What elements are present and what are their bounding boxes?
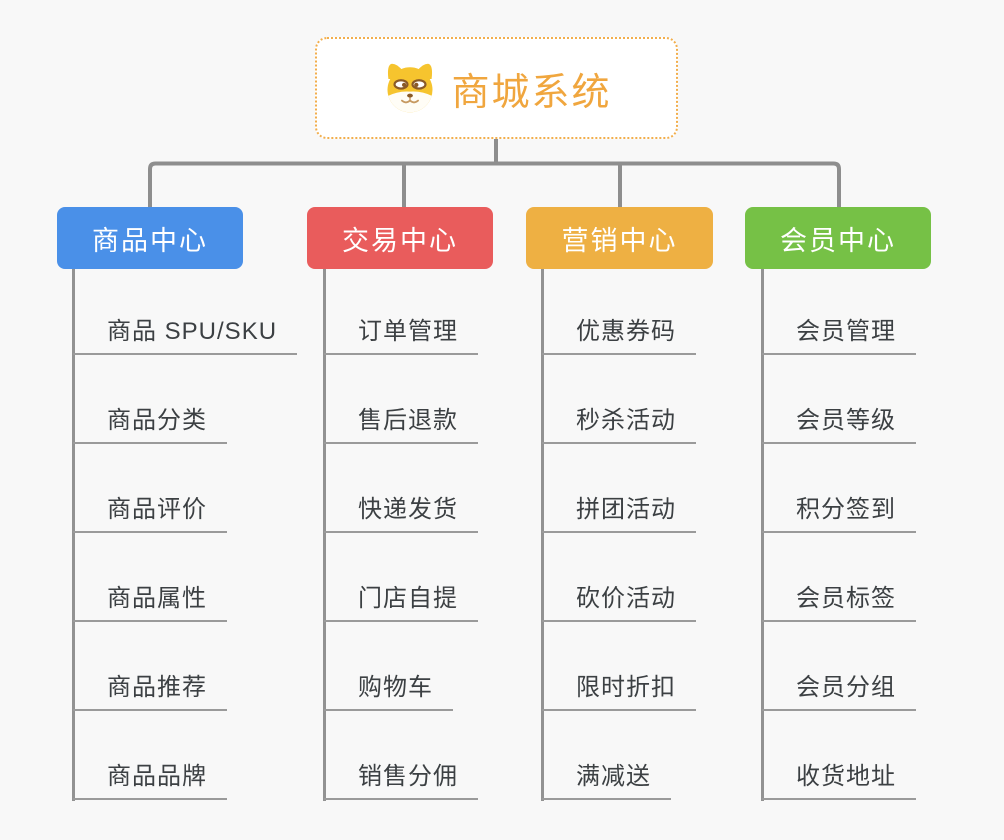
leaf-node[interactable]: 会员管理 <box>762 315 916 355</box>
branch-label: 会员中心 <box>780 225 896 256</box>
branch-node-member-center[interactable]: 会员中心 <box>745 207 931 269</box>
root-title: 商城系统 <box>451 71 612 114</box>
branch-label: 营销中心 <box>561 225 678 256</box>
leaf-node[interactable]: 购物车 <box>324 671 453 711</box>
leaf-node[interactable]: 售后退款 <box>324 404 478 444</box>
leaf-node[interactable]: 砍价活动 <box>542 582 696 622</box>
leaf-node[interactable]: 快递发货 <box>324 493 478 533</box>
leaf-node[interactable]: 优惠券码 <box>542 315 696 355</box>
leaf-node[interactable]: 满减送 <box>542 760 671 800</box>
leaf-node[interactable]: 销售分佣 <box>324 760 478 800</box>
leaf-node[interactable]: 商品属性 <box>73 582 227 622</box>
leaf-node[interactable]: 限时折扣 <box>542 671 696 711</box>
branch-label: 交易中心 <box>342 225 458 256</box>
leaf-node[interactable]: 积分签到 <box>762 493 916 533</box>
branch-node-marketing-center[interactable]: 营销中心 <box>526 207 713 269</box>
leaf-node[interactable]: 商品评价 <box>73 493 227 533</box>
branch-node-product-center[interactable]: 商品中心 <box>57 207 243 269</box>
leaf-node[interactable]: 商品推荐 <box>73 671 227 711</box>
leaf-node[interactable]: 订单管理 <box>324 315 478 355</box>
branch-label: 商品中心 <box>92 225 208 256</box>
leaf-node[interactable]: 拼团活动 <box>542 493 696 533</box>
leaf-node[interactable]: 商品 SPU/SKU <box>73 315 298 355</box>
leaf-node[interactable]: 商品分类 <box>73 404 227 444</box>
root-node-mall-system[interactable]: 商城系统 <box>315 37 678 139</box>
leaf-node[interactable]: 门店自提 <box>324 582 478 622</box>
leaf-node[interactable]: 会员等级 <box>762 404 916 444</box>
leaf-node[interactable]: 会员分组 <box>762 671 916 711</box>
leaf-node[interactable]: 会员标签 <box>762 582 916 622</box>
branch-node-trade-center[interactable]: 交易中心 <box>307 207 493 269</box>
leaf-node[interactable]: 收货地址 <box>762 760 916 800</box>
dog-face-icon <box>387 63 433 113</box>
leaf-node[interactable]: 秒杀活动 <box>542 404 696 444</box>
leaf-node[interactable]: 商品品牌 <box>73 760 227 800</box>
